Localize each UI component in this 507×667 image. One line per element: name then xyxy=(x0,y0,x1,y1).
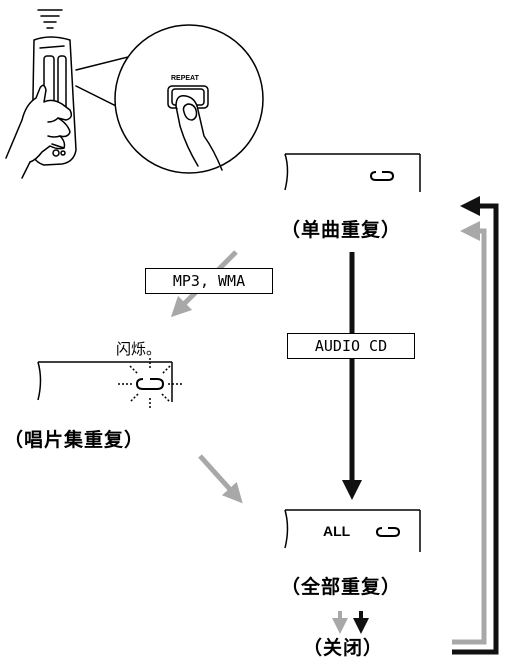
state-single-repeat: （单曲重复） xyxy=(281,219,402,241)
arrow-album-to-all xyxy=(198,454,243,504)
repeat-button-label: REPEAT xyxy=(171,75,199,82)
state-off: （关闭） xyxy=(303,637,384,659)
hand xyxy=(5,84,73,163)
repeat-icon-all xyxy=(375,527,401,537)
return-loop-black xyxy=(452,196,499,655)
repeat-icon-blinking xyxy=(118,358,182,410)
remote-control-illustration xyxy=(5,9,264,179)
return-loop-gray xyxy=(452,221,487,645)
display-album xyxy=(37,361,173,402)
blink-note: 闪烁。 xyxy=(116,340,162,358)
state-all-repeat: （全部重复） xyxy=(281,576,402,598)
display-all xyxy=(284,509,421,552)
display-single xyxy=(284,153,421,192)
audio-cd-label: AUDIO CD xyxy=(287,333,415,359)
mp3-wma-label: MP3, WMA xyxy=(145,268,273,294)
display-all-text: ALL xyxy=(323,523,351,539)
ir-signal-icon xyxy=(37,9,63,29)
state-album-repeat: （唱片集重复） xyxy=(4,429,145,451)
repeat-icon-single xyxy=(369,171,395,181)
finger xyxy=(175,94,223,171)
